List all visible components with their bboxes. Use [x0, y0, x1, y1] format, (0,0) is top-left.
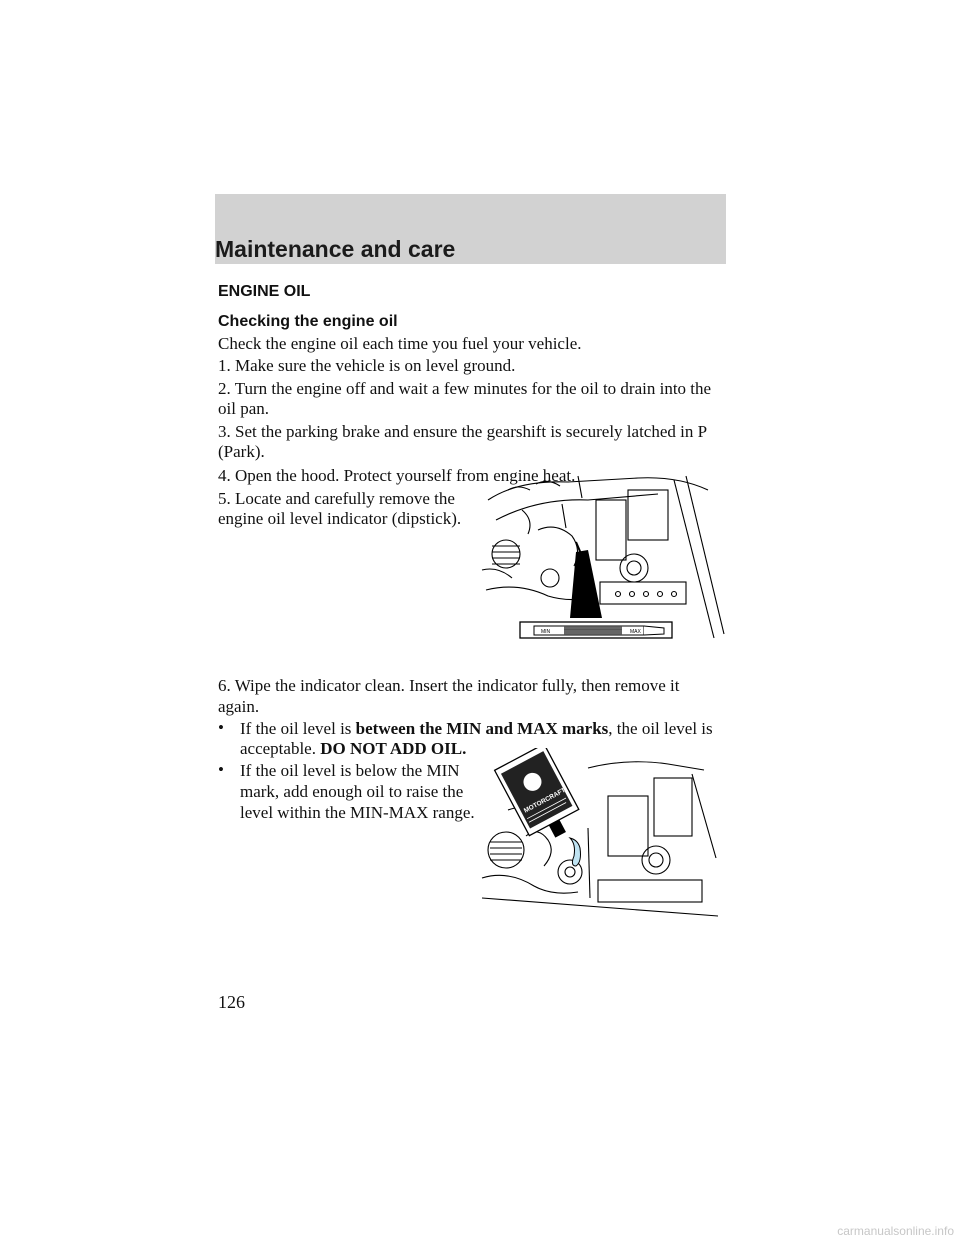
- section-header-band: [215, 194, 726, 264]
- section-title: Maintenance and care: [215, 236, 456, 262]
- dipstick-max-label: MAX: [630, 629, 642, 635]
- step-3-line2: (Park).: [218, 442, 265, 461]
- step-2-line1: 2. Turn the engine off and wait a few mi…: [218, 379, 712, 398]
- page-number: 126: [218, 992, 245, 1012]
- bullet-1-line1: If the oil level is between the MIN and …: [240, 719, 713, 738]
- bullet-1-line2: acceptable. DO NOT ADD OIL.: [240, 739, 467, 758]
- step-3-line1: 3. Set the parking brake and ensure the …: [218, 422, 708, 441]
- step-5-line2: engine oil level indicator (dipstick).: [218, 509, 462, 528]
- step-2-line2: oil pan.: [218, 399, 269, 418]
- add-oil-illustration: MOTORCRAFT: [481, 748, 719, 917]
- dipstick-engine-illustration: MIN MAX: [481, 475, 725, 639]
- watermark: carmanualsonline.info: [837, 1224, 954, 1238]
- bullet-2-line3: level within the MIN-MAX range.: [240, 803, 475, 822]
- step-5-line1: 5. Locate and carefully remove the: [218, 489, 455, 508]
- heading-engine-oil: ENGINE OIL: [218, 283, 311, 300]
- bullet-point: •: [218, 760, 224, 779]
- step-1: 1. Make sure the vehicle is on level gro…: [218, 356, 516, 375]
- subheading-checking-oil: Checking the engine oil: [218, 313, 398, 330]
- step-6-line1: 6. Wipe the indicator clean. Insert the …: [218, 676, 680, 695]
- intro-paragraph: Check the engine oil each time you fuel …: [218, 334, 582, 353]
- bullet-2-line1: If the oil level is below the MIN: [240, 761, 460, 780]
- bullet-2-line2: mark, add enough oil to raise the: [240, 782, 464, 801]
- step-6-line2: again.: [218, 697, 260, 716]
- bullet-point: •: [218, 718, 224, 737]
- step-4: 4. Open the hood. Protect yourself from …: [218, 466, 576, 485]
- dipstick-min-label: MIN: [541, 629, 551, 635]
